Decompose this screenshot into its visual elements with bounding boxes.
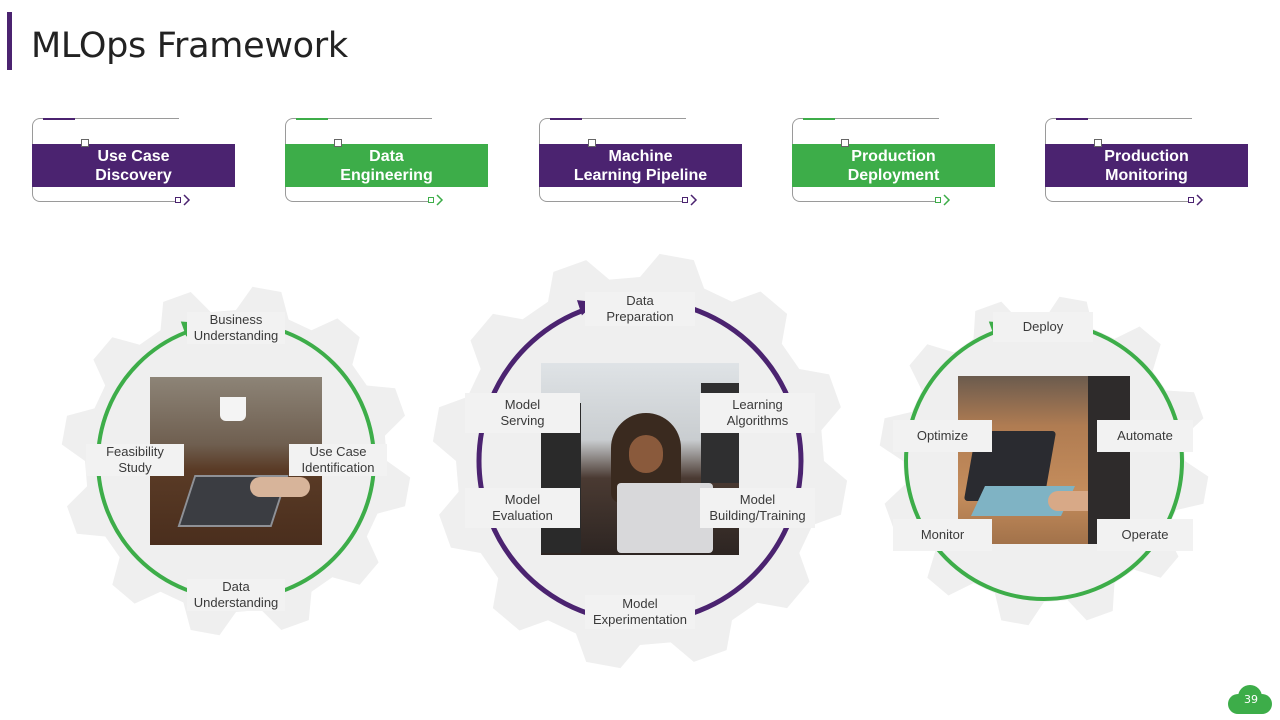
cycle-photo <box>958 376 1130 544</box>
hand-icon <box>250 477 310 497</box>
cycle-node-line2: Serving <box>500 413 545 428</box>
stage-end-marker <box>935 197 941 203</box>
stage-label-line1: Use Case <box>97 147 170 165</box>
cycle-node-line2: Study <box>118 460 152 475</box>
stage-tab <box>1056 118 1088 120</box>
title-accent-bar <box>7 12 12 70</box>
cycle-node: Monitor <box>893 519 992 551</box>
cycle-node-line2: Experimentation <box>593 612 687 627</box>
stage-end-marker <box>1188 197 1194 203</box>
cycle-node-line2: Algorithms <box>726 413 789 428</box>
slide-title: MLOps Framework <box>31 26 348 66</box>
face-icon <box>629 435 663 473</box>
cycle-node: Automate <box>1097 420 1193 452</box>
stage-label-line2: Deployment <box>847 166 940 184</box>
stage-tab <box>296 118 328 120</box>
stage-connector <box>841 139 849 147</box>
cycle-node-line1: Business <box>209 312 263 327</box>
cycle-node: Deploy <box>993 312 1093 342</box>
cycle-node-line1: Model <box>739 492 776 507</box>
cycle-node-line1: Use Case <box>309 444 367 459</box>
cycle-node-line1: Model <box>504 492 541 507</box>
stage-label-line1: Machine <box>608 147 673 165</box>
stage-label-line2: Monitoring <box>1105 166 1188 184</box>
cycle-node-line2: Understanding <box>193 595 279 610</box>
chevron-right-icon <box>943 194 951 206</box>
cycle-node-line1: Operate <box>1121 527 1169 542</box>
chevron-right-icon <box>1196 194 1204 206</box>
cloud-logo-icon <box>1228 685 1272 714</box>
cycle-node-line1: Automate <box>1117 428 1173 443</box>
cycle-node-line1: Learning <box>732 397 783 412</box>
cycle-node: Optimize <box>893 420 992 452</box>
stage-tab <box>43 118 75 120</box>
stage-label-line1: Production <box>1104 147 1189 165</box>
stage-connector <box>334 139 342 147</box>
cycle-node-line1: Monitor <box>920 527 965 542</box>
cycle-node-line2: Evaluation <box>492 508 553 523</box>
stage-tab <box>550 118 582 120</box>
stage-end-marker <box>428 197 434 203</box>
stage-label-line2: Discovery <box>95 166 172 184</box>
page-number: 39 <box>1244 693 1258 706</box>
cycle-node-line1: Data <box>222 579 250 594</box>
stage-tab <box>803 118 835 120</box>
cycle-node-line2: Identification <box>301 460 375 475</box>
person-icon <box>1088 376 1130 544</box>
cycle-node-line1: Deploy <box>1022 319 1064 334</box>
stage-label-line1: Data <box>369 147 404 165</box>
cycle-node-line1: Optimize <box>916 428 969 443</box>
cycle-node-line1: Model <box>504 397 541 412</box>
stage-connector <box>81 139 89 147</box>
cycle-node-line1: Data <box>626 293 654 308</box>
mug-icon <box>220 397 246 421</box>
stage-end-marker <box>175 197 181 203</box>
cycle-node-line2: Building/Training <box>709 508 806 523</box>
cycle-node: Operate <box>1097 519 1193 551</box>
stage-label-line2: Engineering <box>340 166 433 184</box>
cycle-node-line1: Feasibility <box>106 444 164 459</box>
stage-label-line2: Learning Pipeline <box>573 166 708 184</box>
stage-end-marker <box>682 197 688 203</box>
stage-connector <box>588 139 596 147</box>
chevron-right-icon <box>690 194 698 206</box>
stage-connector <box>1094 139 1102 147</box>
laptop-icon <box>617 483 713 553</box>
chevron-right-icon <box>183 194 191 206</box>
cycle-node-line2: Understanding <box>193 328 279 343</box>
cycle-node-line2: Preparation <box>606 309 674 324</box>
cycle-node-line1: Model <box>622 596 658 611</box>
chevron-right-icon <box>436 194 444 206</box>
stage-label-line1: Production <box>851 147 936 165</box>
